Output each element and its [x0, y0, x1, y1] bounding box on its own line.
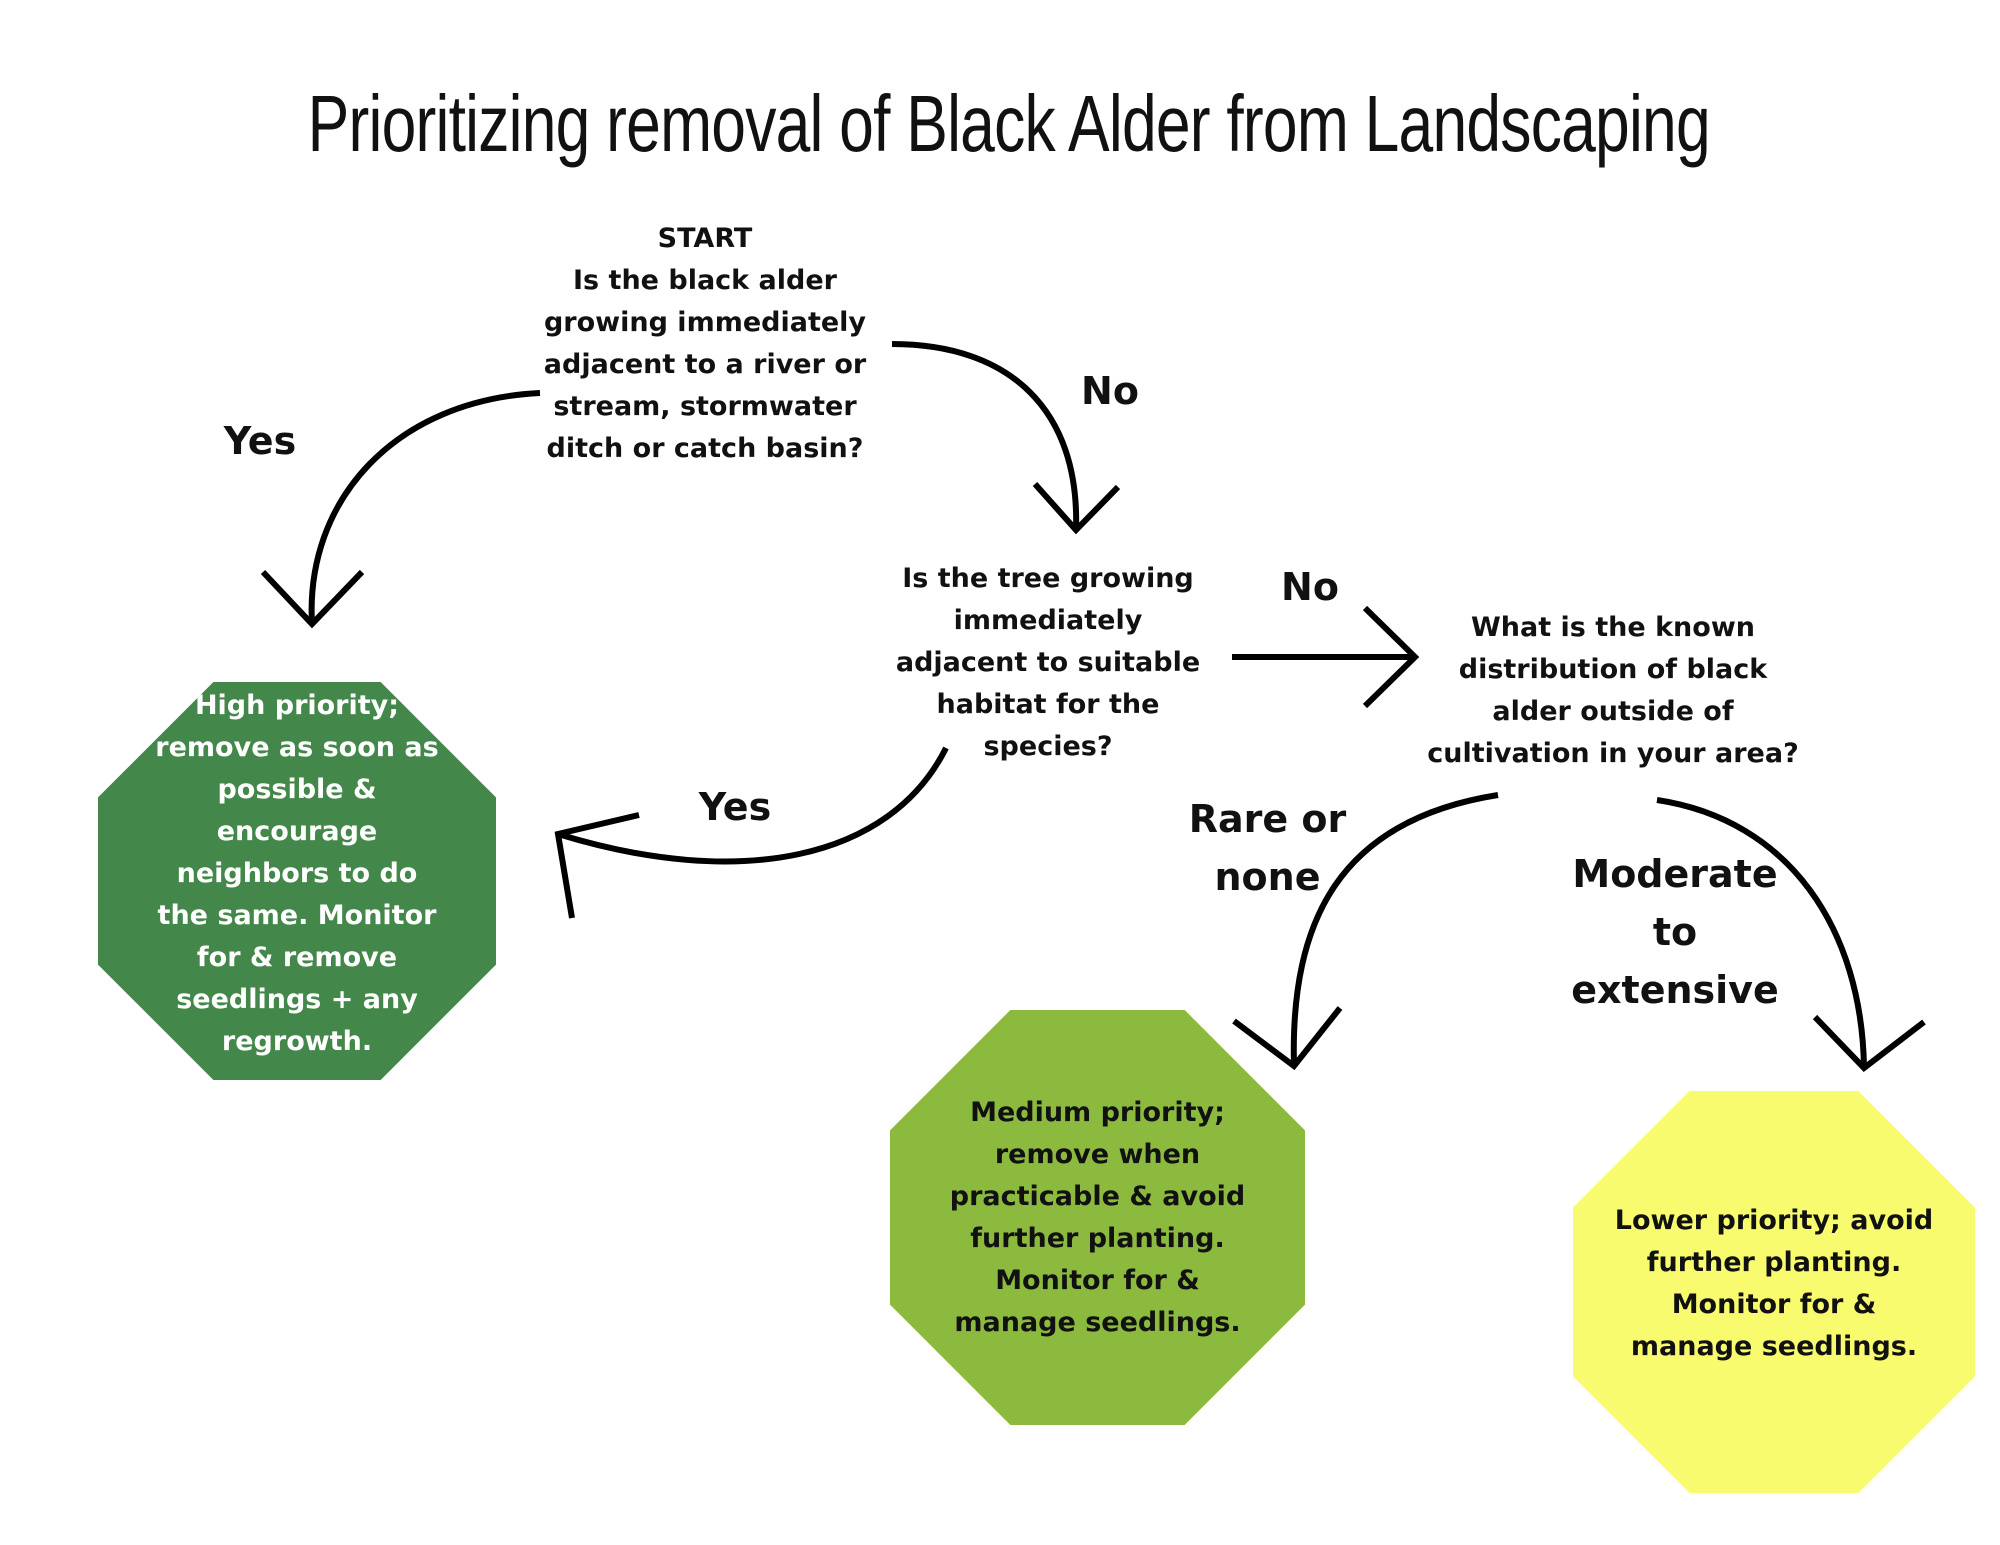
page-title: Prioritizing removal of Black Alder from…: [307, 79, 1711, 168]
start-label: START: [657, 223, 753, 254]
arrowhead-start-yes: [260, 569, 365, 629]
arrowhead-habitat-yes: [554, 812, 640, 919]
arrowhead-start-no: [1032, 482, 1121, 535]
arrow-habitat-yes: [557, 746, 949, 865]
habitat-question-node: Is the tree growing immediately adjacent…: [888, 558, 1208, 768]
distribution-question-text: What is the known distribution of black …: [1427, 612, 1799, 769]
outcome-high-priority-text: High priority; remove as soon as possibl…: [155, 690, 439, 1057]
outcome-lower-priority: Lower priority; avoid further planting. …: [1573, 1091, 1975, 1493]
edge-label-habitat-no: No: [1281, 565, 1339, 609]
outcome-lower-priority-text: Lower priority; avoid further planting. …: [1614, 1205, 1934, 1362]
outcome-high-priority: High priority; remove as soon as possibl…: [98, 682, 496, 1080]
edge-label-dist-moderate: Moderate to extensive: [1571, 852, 1779, 1012]
arrow-start-yes: [308, 390, 541, 625]
habitat-question-text: Is the tree growing immediately adjacent…: [895, 563, 1201, 762]
edge-label-start-no: No: [1081, 369, 1139, 413]
edge-label-habitat-yes: Yes: [698, 785, 772, 829]
arrowhead-dist-rare: [1232, 1006, 1343, 1071]
arrow-start-no: [891, 341, 1080, 531]
distribution-question-node: What is the known distribution of black …: [1418, 607, 1808, 775]
arrow-dist-rare: [1290, 792, 1499, 1067]
arrow-dist-moderate: [1656, 797, 1867, 1069]
outcome-medium-priority-text: Medium priority; remove when practicable…: [949, 1096, 1246, 1338]
edge-label-dist-rare: Rare or none: [1188, 797, 1347, 899]
arrowhead-habitat-no: [1362, 605, 1420, 709]
outcome-medium-priority: Medium priority; remove when practicable…: [890, 1010, 1305, 1425]
edge-label-start-yes: Yes: [223, 419, 297, 463]
start-question-text: Is the black alder growing immediately a…: [543, 265, 867, 464]
start-question-node: START Is the black alder growing immedia…: [540, 218, 870, 470]
arrowhead-dist-moderate: [1812, 1014, 1926, 1073]
